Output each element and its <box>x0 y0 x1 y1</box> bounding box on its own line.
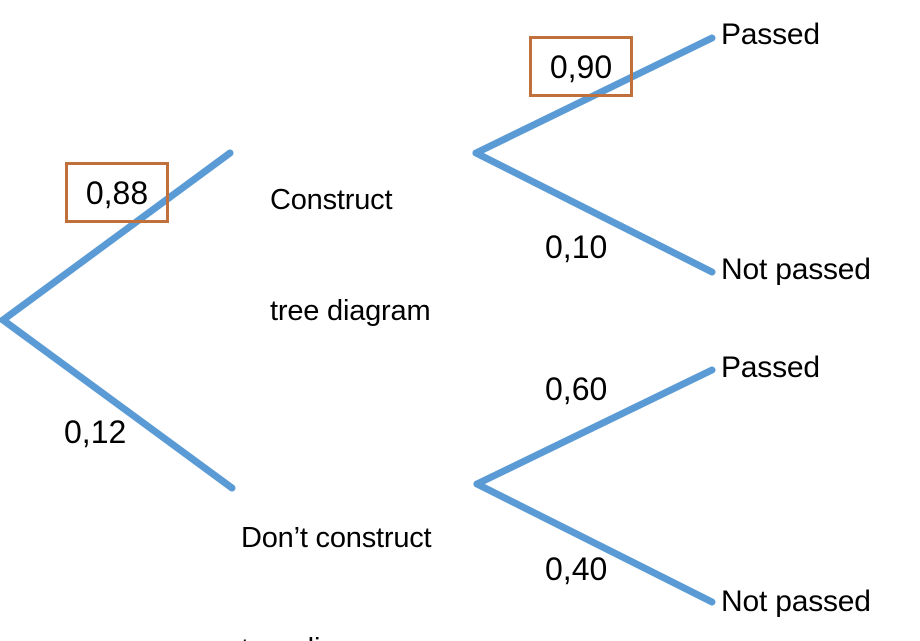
outcome-label-dont-construct-passed: Passed <box>721 351 820 384</box>
probability-dont-construct-passed: 0,60 <box>545 371 608 407</box>
probability-box-construct-passed: 0,90 <box>529 36 633 97</box>
node-label-dont-construct: Don’t construct tree diagram <box>241 446 432 641</box>
probability-value-construct-passed: 0,90 <box>549 48 613 85</box>
probability-dont-construct-not-passed: 0,40 <box>545 551 608 587</box>
probability-box-construct: 0,88 <box>65 162 169 223</box>
outcome-label-dont-construct-not-passed: Not passed <box>721 585 871 618</box>
node-label-construct: Construct tree diagram <box>270 108 431 404</box>
node-label-dont-construct-line2: tree diagram <box>241 631 431 641</box>
probability-construct-not-passed: 0,10 <box>545 229 608 265</box>
branch-dont-construct-to-not-passed <box>473 480 716 606</box>
outcome-label-construct-passed: Passed <box>721 18 820 51</box>
branch-dont-construct-to-passed <box>473 366 716 488</box>
node-label-construct-line1: Construct <box>270 184 393 216</box>
branch-root-to-dont-construct <box>0 316 236 492</box>
probability-value-construct: 0,88 <box>85 174 149 211</box>
branch-construct-to-not-passed <box>472 149 716 276</box>
outcome-label-construct-not-passed: Not passed <box>721 253 871 286</box>
branch-root-to-construct <box>0 149 234 324</box>
node-label-construct-line2: tree diagram <box>270 295 431 327</box>
probability-dont-construct: 0,12 <box>64 414 127 450</box>
node-label-dont-construct-line1: Don’t construct <box>241 522 432 554</box>
